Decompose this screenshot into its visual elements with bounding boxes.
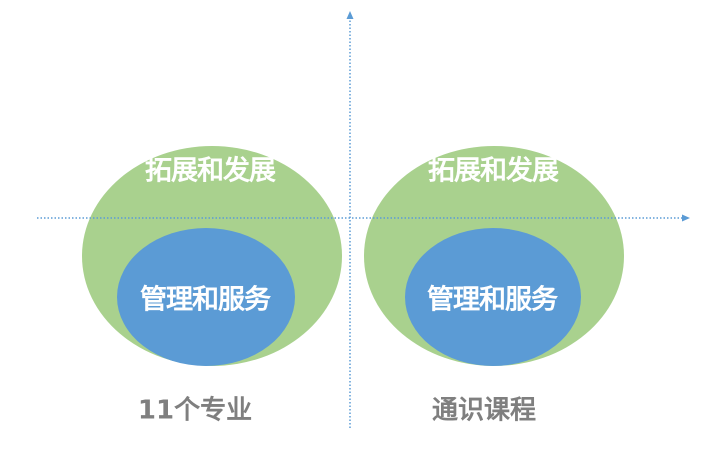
right-caption: 通识课程 <box>431 395 537 426</box>
right-outer-label: 拓展和发展 <box>428 155 559 187</box>
right-inner-label: 管理和服务 <box>427 284 558 316</box>
right-inner-circle <box>405 228 581 366</box>
left-inner-label: 管理和服务 <box>140 284 271 316</box>
left-inner-circle <box>117 228 295 366</box>
left-outer-label: 拓展和发展 <box>145 155 276 187</box>
left-caption: 11个专业 <box>137 395 253 426</box>
vertical-axis-arrow-icon <box>346 11 354 19</box>
horizontal-axis-arrow-icon <box>682 214 690 222</box>
